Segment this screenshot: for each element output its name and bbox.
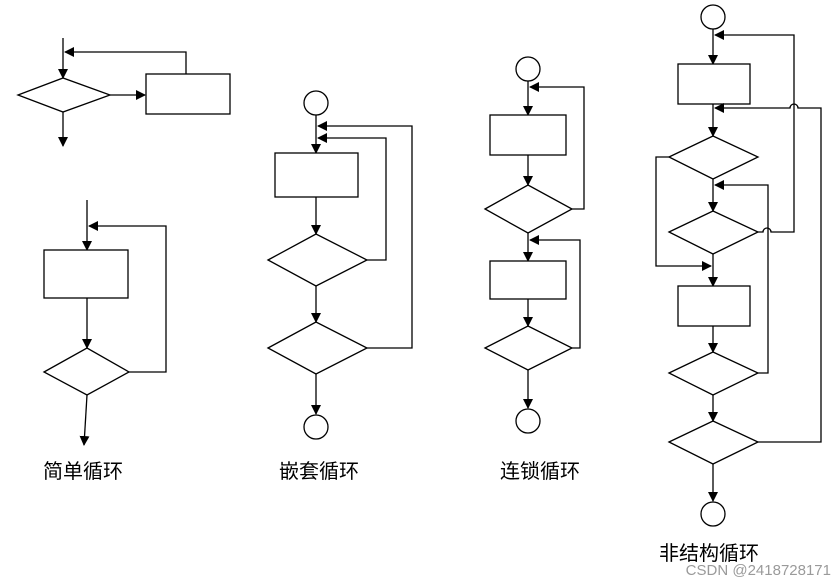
caption-chained-loop: 连锁循环 [500,459,580,483]
watermark: CSDN @2418728171 [685,562,831,579]
unstructured-loop [655,4,822,527]
end-connector [515,408,541,434]
decision-diamond [266,321,369,375]
start-connector [515,56,541,82]
decision-diamond [483,184,574,234]
end-connector [700,501,726,527]
process-box [677,285,751,327]
chained-loop [483,56,585,434]
process-box [489,260,567,300]
process-box [145,73,231,115]
nested-loop [266,90,413,440]
process-box [677,63,751,105]
process-box [274,152,359,198]
decision-diamond [667,135,760,180]
caption-nested-loop: 嵌套循环 [279,459,359,483]
decision-diamond [16,77,112,113]
decision-diamond [483,325,574,371]
simple-loop-b [42,200,167,446]
decision-diamond [266,233,369,287]
end-connector [303,414,329,440]
start-connector [303,90,329,116]
process-box [489,114,567,156]
simple-loop-a [16,38,231,147]
decision-diamond [667,210,760,255]
decision-diamond [42,347,131,396]
caption-simple-loop: 简单循环 [43,459,123,483]
start-connector [700,4,726,30]
process-box [43,249,129,299]
caption-unstructured-loop: 非结构循环 [659,541,759,565]
decision-diamond [667,420,760,465]
decision-diamond [667,351,760,396]
